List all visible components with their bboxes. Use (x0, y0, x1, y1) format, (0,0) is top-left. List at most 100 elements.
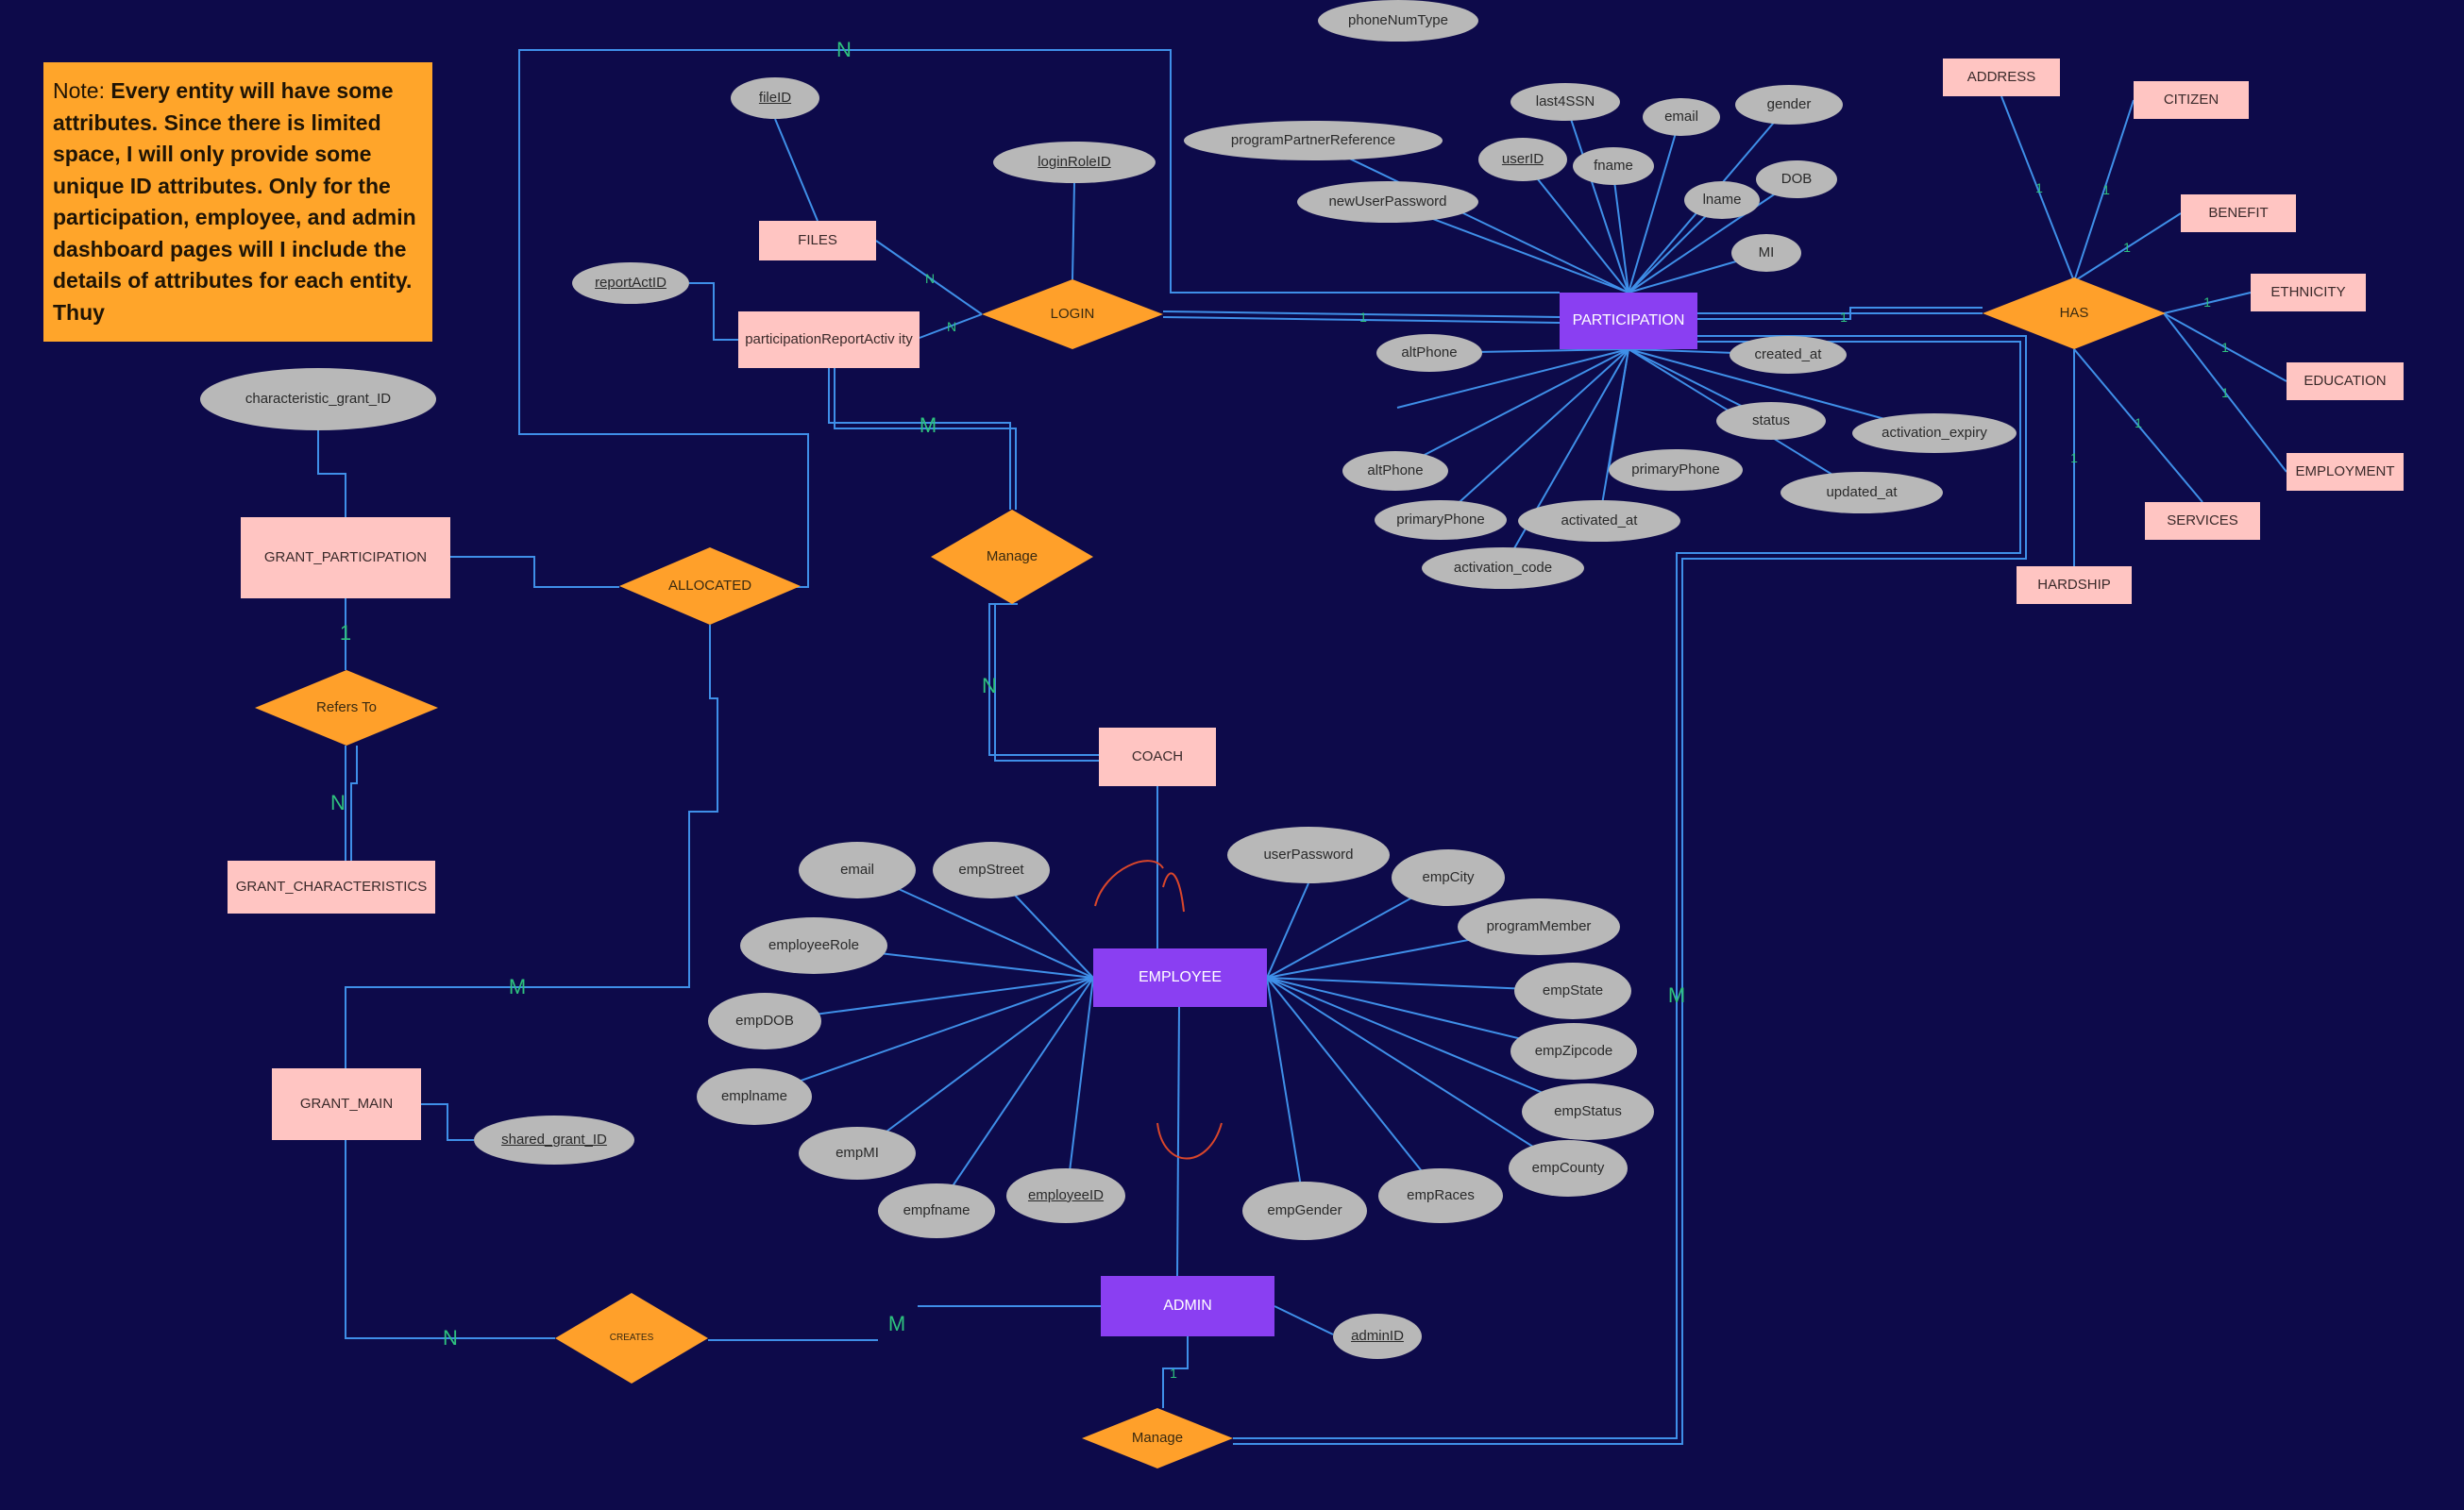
attribute-activation_code[interactable]: activation_code (1422, 547, 1584, 589)
attribute-empfname[interactable]: empfname (878, 1183, 995, 1238)
relationship-allocated[interactable]: ALLOCATED (619, 547, 801, 625)
attribute-emplname[interactable]: emplname (697, 1068, 812, 1125)
participation-attribute-line (1394, 348, 1629, 471)
attribute-adminID[interactable]: adminID (1333, 1314, 1422, 1359)
attribute-empCity[interactable]: empCity (1392, 849, 1505, 906)
attribute-userPassword[interactable]: userPassword (1227, 827, 1390, 883)
creates-line (345, 1140, 555, 1339)
entity-hardship[interactable]: HARDSHIP (2017, 566, 2132, 604)
attribute-programPartnerReference[interactable]: programPartnerReference (1184, 121, 1443, 160)
attribute-empStatus[interactable]: empStatus (1522, 1083, 1654, 1140)
attribute-altPhone-1[interactable]: altPhone (1376, 334, 1482, 372)
attribute-empZipcode[interactable]: empZipcode (1510, 1023, 1637, 1080)
attribute-updated_at[interactable]: updated_at (1780, 472, 1943, 513)
attribute-employee-email[interactable]: email (799, 842, 916, 898)
entity-ethnicity[interactable]: ETHNICITY (2251, 274, 2366, 311)
relationship-manage-coach[interactable]: Manage (931, 510, 1093, 604)
relationship-manage-admin[interactable]: Manage (1082, 1408, 1233, 1468)
manage-line (828, 368, 1011, 510)
entity-services[interactable]: SERVICES (2145, 502, 2260, 540)
relationship-login[interactable]: LOGIN (982, 279, 1163, 349)
relationship-label: LOGIN (1050, 305, 1095, 322)
cardinality-label: N (924, 271, 936, 286)
entity-address[interactable]: ADDRESS (1943, 59, 2060, 96)
entity-benefit[interactable]: BENEFIT (2181, 194, 2296, 232)
attribute-empState[interactable]: empState (1514, 963, 1631, 1019)
cardinality-label: N (982, 674, 997, 697)
entity-employment[interactable]: EMPLOYMENT (2287, 453, 2404, 491)
annotation-arc (1156, 1122, 1223, 1160)
employee-attribute-line (936, 977, 1094, 1211)
note-prefix: Note: (53, 78, 111, 103)
relationship-label: HAS (2059, 304, 2089, 321)
participation-attribute-line (1313, 141, 1629, 294)
login-line (875, 240, 983, 315)
attribute-empGender[interactable]: empGender (1242, 1182, 1367, 1240)
attribute-programMember[interactable]: programMember (1458, 898, 1620, 955)
participation-attribute-line (1564, 101, 1629, 294)
attribute-status[interactable]: status (1716, 402, 1826, 440)
attribute-userID[interactable]: userID (1478, 138, 1567, 181)
cardinality-label: 1 (2203, 294, 2211, 310)
entity-grant-participation[interactable]: GRANT_PARTICIPATION (241, 517, 450, 598)
attribute-shared_grant_ID[interactable]: shared_grant_ID (474, 1116, 634, 1165)
cardinality-label: 1 (2102, 182, 2110, 197)
relationship-has[interactable]: HAS (1983, 277, 2166, 349)
cardinality-label: 1 (1840, 310, 1848, 325)
cardinality-label: N (330, 791, 346, 814)
refers-line (350, 746, 358, 861)
attribute-activated_at[interactable]: activated_at (1518, 500, 1680, 542)
attribute-employeeID[interactable]: employeeID (1006, 1168, 1125, 1223)
entity-citizen[interactable]: CITIZEN (2134, 81, 2249, 119)
attribute-line (689, 282, 738, 341)
attribute-reportActID[interactable]: reportActID (572, 262, 689, 304)
participation-attribute-line (1628, 178, 1797, 294)
attribute-empRaces[interactable]: empRaces (1378, 1168, 1503, 1223)
attribute-DOB[interactable]: DOB (1756, 160, 1837, 198)
entity-education[interactable]: EDUCATION (2287, 362, 2404, 400)
attribute-last4SSN[interactable]: last4SSN (1510, 83, 1620, 121)
participation-manage-line (1233, 335, 2027, 1445)
admin-manage-line (1162, 1336, 1189, 1408)
has-line (2000, 95, 2075, 282)
participation-attribute-line (1628, 116, 1681, 294)
attribute-primaryPhone-1[interactable]: primaryPhone (1375, 500, 1507, 540)
entity-participation-report-activity[interactable]: participationReportActiv ity (738, 311, 920, 368)
relationship-label: Manage (986, 547, 1038, 564)
attribute-empDOB[interactable]: empDOB (708, 993, 821, 1049)
attribute-phoneNumType[interactable]: phoneNumType (1318, 0, 1478, 42)
has-line (2073, 99, 2135, 282)
relationship-creates[interactable]: CREATES (555, 1293, 708, 1384)
login-line (1072, 182, 1075, 280)
attribute-newUserPassword[interactable]: newUserPassword (1297, 181, 1478, 223)
relationship-label: ALLOCATED (667, 577, 752, 594)
relationship-refers-to[interactable]: Refers To (255, 670, 438, 746)
entity-grant-characteristics[interactable]: GRANT_CHARACTERISTICS (228, 861, 435, 914)
attribute-empStreet[interactable]: empStreet (933, 842, 1050, 898)
attribute-participation-email[interactable]: email (1643, 98, 1720, 136)
attribute-gender[interactable]: gender (1735, 85, 1843, 125)
attribute-primaryPhone-2[interactable]: primaryPhone (1609, 449, 1743, 491)
entity-admin[interactable]: ADMIN (1101, 1276, 1274, 1336)
cardinality-label: 1 (1359, 310, 1367, 325)
participation-attribute-line (1522, 159, 1629, 294)
entity-grant-main[interactable]: GRANT_MAIN (272, 1068, 421, 1140)
attribute-empCounty[interactable]: empCounty (1509, 1140, 1628, 1197)
attribute-created_at[interactable]: created_at (1730, 336, 1847, 374)
entity-files[interactable]: FILES (759, 221, 876, 260)
attribute-fileID[interactable]: fileID (731, 77, 819, 119)
attribute-altPhone-2[interactable]: altPhone (1342, 451, 1448, 491)
attribute-empMI[interactable]: empMI (799, 1127, 916, 1180)
attribute-MI[interactable]: MI (1731, 234, 1801, 272)
attribute-employeeRole[interactable]: employeeRole (740, 917, 887, 974)
entity-participation[interactable]: PARTICIPATION (1560, 293, 1697, 349)
attribute-fname[interactable]: fname (1573, 147, 1654, 185)
attribute-lname[interactable]: lname (1684, 181, 1760, 219)
attribute-characteristic-grant-id[interactable]: characteristic_grant_ID (200, 368, 436, 430)
entity-coach[interactable]: COACH (1099, 728, 1216, 786)
attribute-line (421, 1103, 474, 1141)
attribute-loginRoleID[interactable]: loginRoleID (993, 142, 1156, 183)
entity-employee[interactable]: EMPLOYEE (1093, 948, 1267, 1007)
attribute-activation_expiry[interactable]: activation_expiry (1852, 413, 2017, 453)
